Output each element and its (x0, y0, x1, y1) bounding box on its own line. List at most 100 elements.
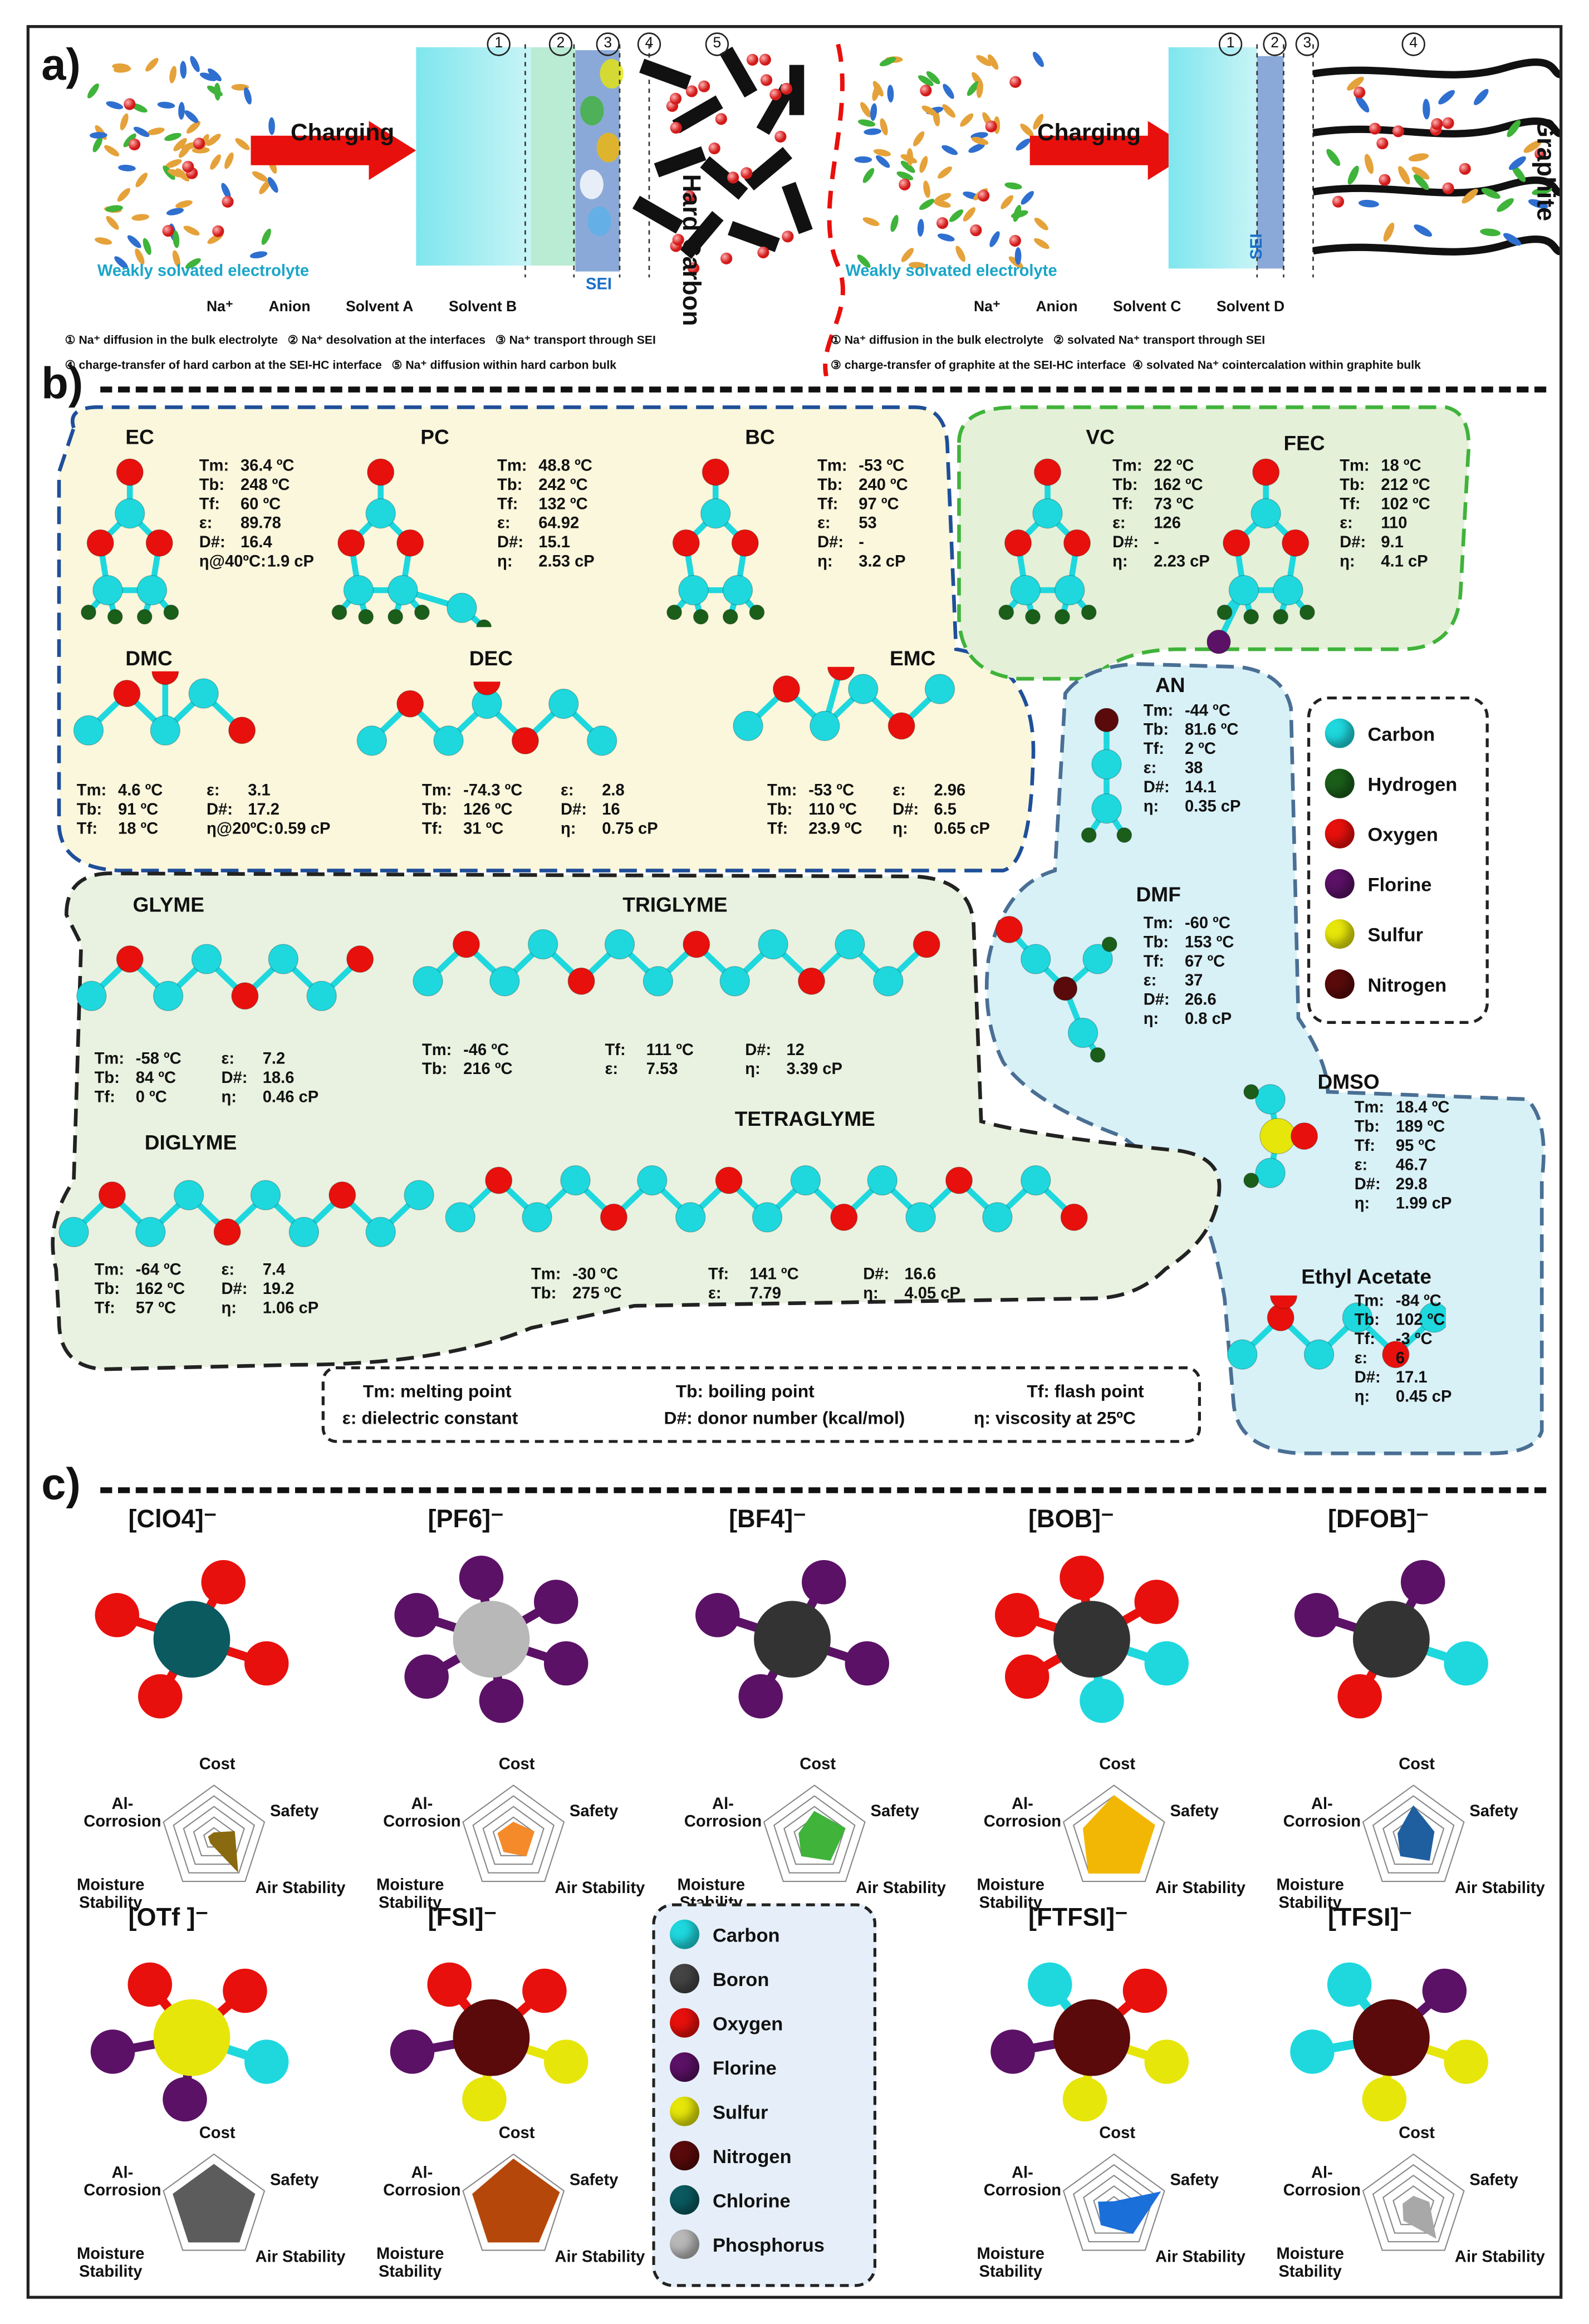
prop-value-tb: 248 ºC (240, 476, 290, 494)
prop-value-dn: 16.4 (240, 534, 272, 552)
atom-swatch (670, 2141, 700, 2171)
prop-key: Tf: (1143, 953, 1164, 971)
prop-value-eps: 110 (1381, 514, 1407, 533)
radar-axis-safety: Safety (1469, 1803, 1518, 1821)
prop-value-tb: 126 ºC (463, 801, 513, 819)
def-eps: ε: dielectric constant (342, 1408, 518, 1429)
prop-key: Tb: (531, 1285, 557, 1303)
step-marker-right-1: 1 (1218, 32, 1243, 56)
prop-value-eta: 0.75 cP (602, 820, 658, 839)
prop-value-tm: -53 ºC (859, 457, 905, 475)
atom-swatch (1325, 969, 1355, 999)
prop-value-eps: 89.78 (240, 514, 281, 533)
prop-value-eps: 46.7 (1395, 1156, 1428, 1175)
prop-key: Tf: (76, 820, 98, 839)
step-marker-left-2: 2 (548, 32, 573, 56)
prop-key: Tm: (1112, 457, 1142, 475)
prop-value-eps: 7.79 (749, 1285, 781, 1303)
radar-axis-cost: Cost (199, 2125, 236, 2142)
prop-key: Tb: (1143, 934, 1169, 952)
anion-molecule (990, 1962, 1189, 2122)
prop-value-tm: 36.4 ºC (240, 457, 295, 475)
prop-key: Tm: (94, 1050, 125, 1068)
prop-value-eta: 1.9 cP (267, 553, 314, 571)
hard-carbon-sticks (632, 46, 813, 274)
molecule-ea (1227, 1295, 1446, 1370)
radar-fill (1098, 2191, 1161, 2234)
prop-value-eta: 4.05 cP (904, 1285, 960, 1303)
anion-name: [DFOB]⁻ (1328, 1505, 1429, 1533)
prop-value-eta: 3.39 cP (786, 1061, 842, 1079)
prop-key: Tb: (421, 1061, 448, 1079)
prop-key: η: (221, 1089, 237, 1107)
figure-frame (26, 25, 1563, 2299)
def-dn: D#: donor number (kcal/mol) (664, 1408, 905, 1429)
prop-value-eps: 64.92 (538, 514, 580, 533)
prop-key: η: (817, 553, 833, 571)
legend-label: Oxygen (712, 2012, 783, 2034)
radar-axis-al: Al-Corrosion (983, 2164, 1062, 2200)
solvent-name-dmf: DMF (1136, 882, 1181, 906)
prop-value-tm: 18.4 ºC (1395, 1099, 1450, 1117)
prop-key: Tb: (1354, 1118, 1380, 1136)
molecule-ec (81, 458, 179, 625)
bulk-electrolyte-left (87, 56, 278, 269)
prop-value-tf: 97 ºC (859, 496, 899, 514)
solvent-name-pc: PC (420, 425, 449, 449)
radar-axis-safety: Safety (569, 1803, 619, 1821)
solvent-name-an: AN (1155, 673, 1185, 697)
anion-molecule (1290, 1962, 1488, 2122)
divider (823, 43, 845, 376)
prop-value-dn: 16.6 (904, 1266, 936, 1284)
radar-fill (1397, 1805, 1435, 1861)
prop-key: η@20ºC: (207, 820, 274, 839)
prop-value-tm: -58 ºC (135, 1050, 182, 1068)
legend-label: Sulfur (1367, 923, 1424, 945)
radar-chart (163, 1784, 266, 1882)
prop-key: η: (1354, 1388, 1370, 1406)
radar-axis-cost: Cost (1399, 2125, 1435, 2142)
legend-c-phosphorus: Phosphorus (655, 2222, 874, 2267)
radar-fill (497, 1821, 535, 1857)
prop-value-dn: 16 (602, 801, 620, 819)
radar-axis-moisture: Moisture Stability (977, 1876, 1044, 1913)
radar-axis-cost: Cost (498, 1756, 535, 1774)
prop-value-tf: 60 ºC (240, 496, 281, 514)
prop-value-eps: 3.1 (248, 782, 271, 800)
anion-molecule (90, 1962, 289, 2122)
prop-value-eps: 6 (1395, 1350, 1405, 1368)
solvent-name-vc: VC (1086, 425, 1115, 449)
prop-key: Tm: (94, 1261, 125, 1279)
prop-value-eta: 1.06 cP (262, 1300, 319, 1318)
def-eta: η: viscosity at 25ºC (974, 1408, 1136, 1429)
prop-value-tb: 162 ºC (135, 1281, 185, 1298)
prop-value-eps: 7.4 (262, 1261, 286, 1279)
note-a-5: ⑤ Na⁺ diffusion within hard carbon bulk (391, 358, 617, 372)
radar-axis-air: Air Stability (1454, 2248, 1545, 2267)
prop-key: Tb: (76, 801, 102, 819)
prop-key: Tm: (421, 1041, 452, 1060)
prop-value-dn: 12 (786, 1041, 805, 1060)
prop-value-tf: 2 ºC (1184, 741, 1216, 759)
molecule-tetraglyme (445, 1165, 1088, 1233)
legend-a-solvent-d: Solvent D (1216, 299, 1285, 316)
prop-value-dn: 9.1 (1381, 534, 1404, 552)
radar-axis-al: Al-Corrosion (1283, 1796, 1361, 1831)
prop-key: Tm: (1143, 702, 1174, 720)
anion-name: [TFSI]⁻ (1328, 1903, 1413, 1931)
radar-fill (1402, 2195, 1436, 2239)
def-tm: Tm: melting point (362, 1381, 512, 1402)
prop-value-tm: -74.3 ºC (463, 782, 523, 800)
prop-key: ε: (221, 1050, 235, 1068)
radar-axis-moisture: Moisture Stability (1276, 1876, 1344, 1913)
radar-axis-air: Air Stability (555, 2248, 645, 2267)
